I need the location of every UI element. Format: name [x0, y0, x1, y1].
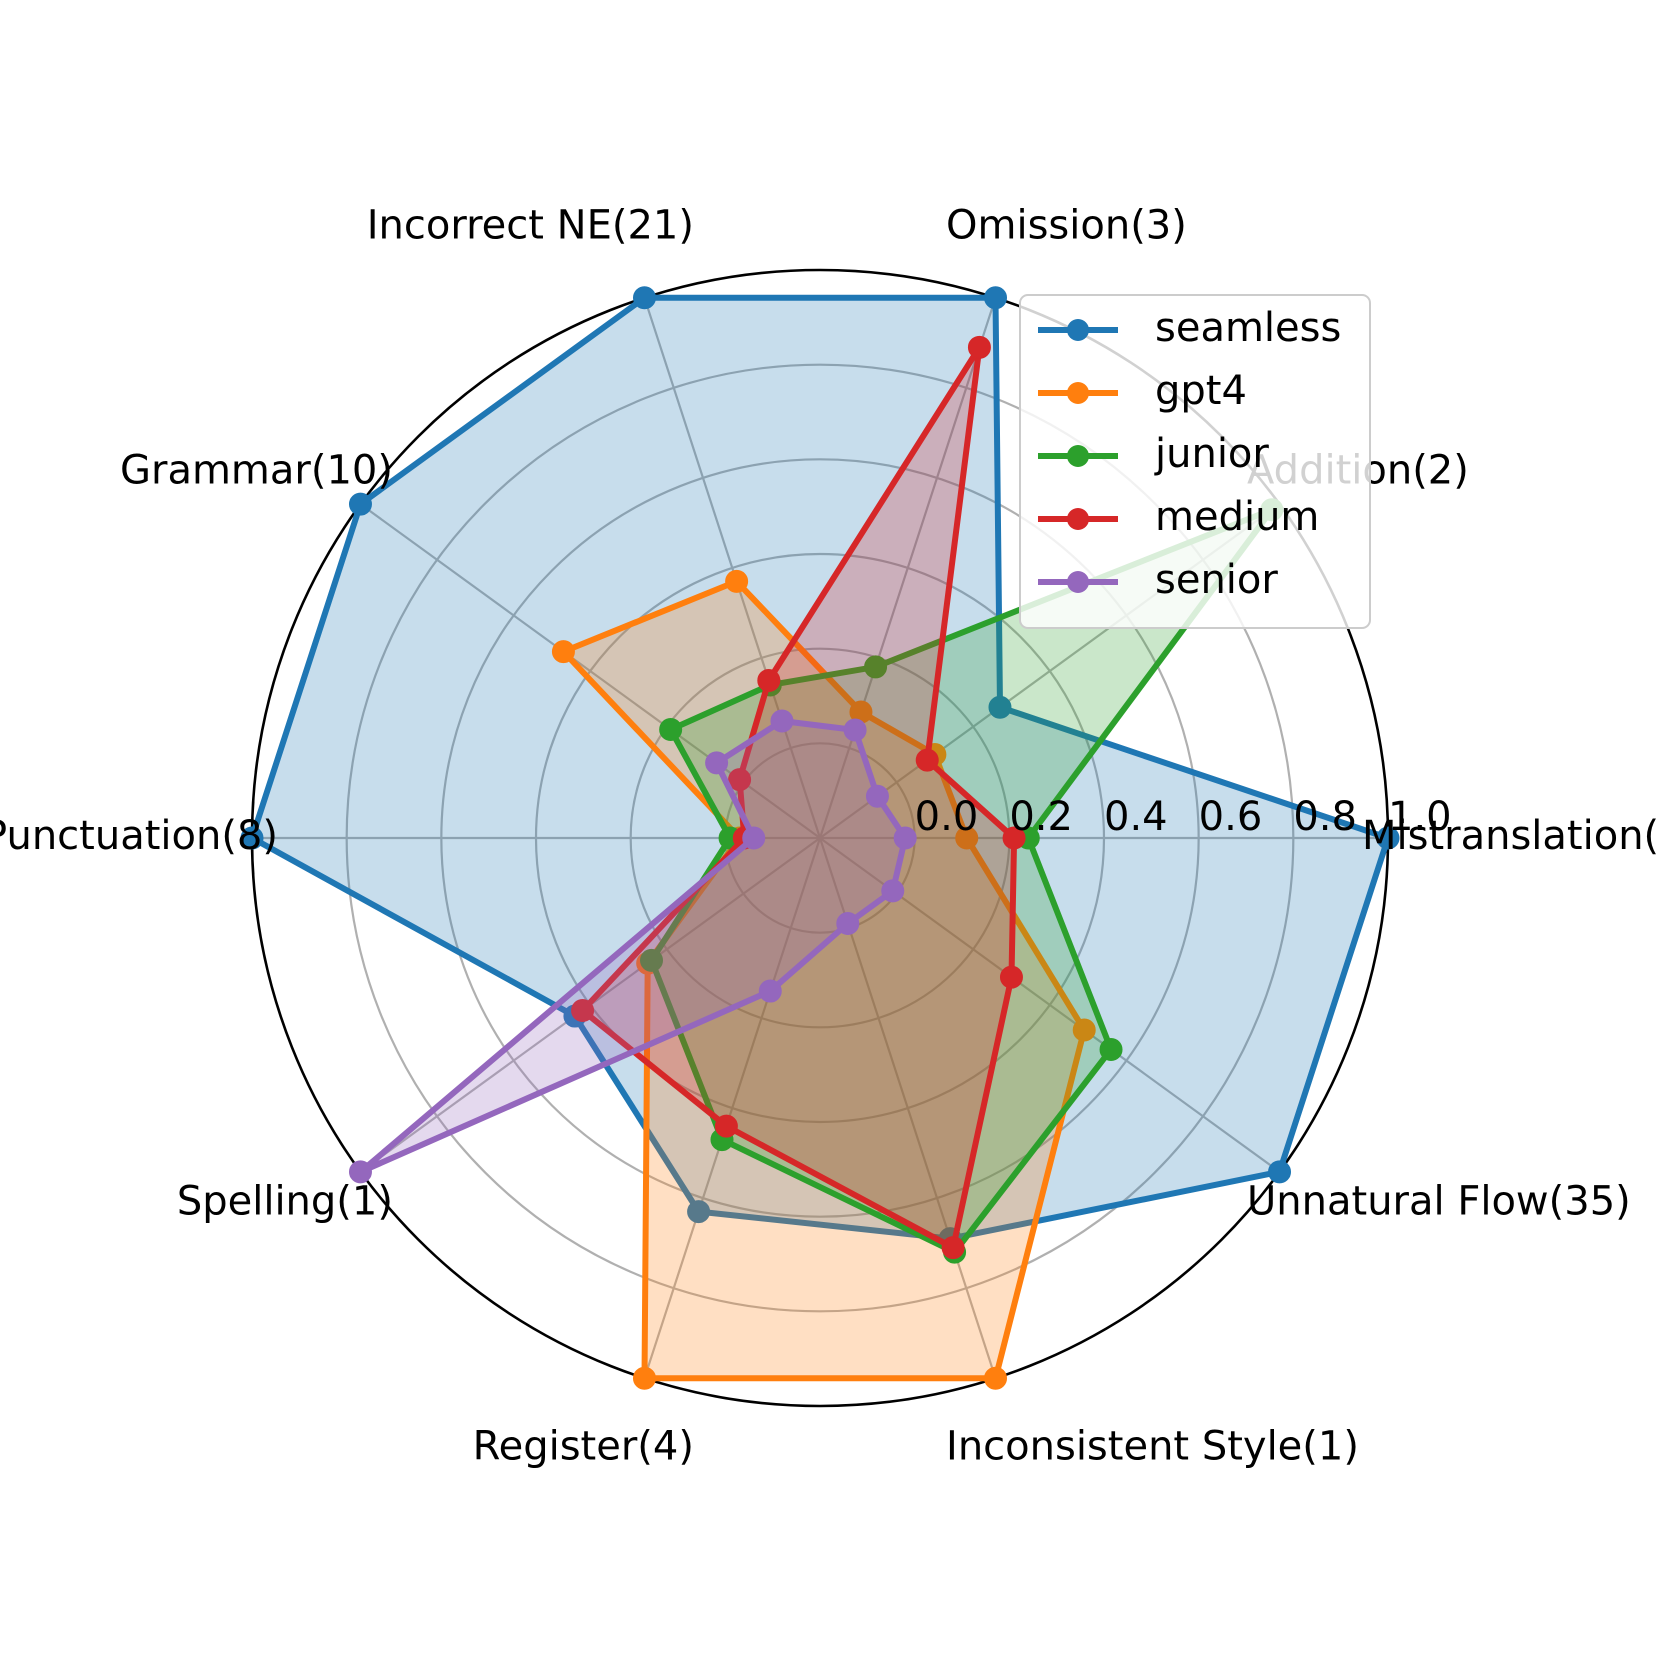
radial-tick-label-5: 1.0 — [1388, 794, 1452, 840]
series-fill-seamless — [252, 297, 1388, 1239]
labels-layer: 0.00.20.40.60.81.0Mistranslation(85)Addi… — [0, 202, 1661, 1469]
data-point-junior-6 — [640, 948, 664, 972]
data-point-medium-4 — [728, 768, 752, 792]
data-point-gpt4-8 — [984, 1366, 1008, 1390]
data-point-junior-4 — [659, 717, 683, 741]
data-point-seamless-7 — [687, 1200, 711, 1224]
data-point-medium-6 — [571, 998, 595, 1022]
category-label-7: Register(4) — [473, 1424, 694, 1470]
data-point-medium-0 — [1002, 826, 1026, 850]
category-label-5: Punctuation(8) — [0, 813, 278, 859]
category-label-0: Mistranslation(85) — [1362, 813, 1661, 859]
data-point-senior-3 — [770, 709, 794, 733]
data-point-senior-6 — [348, 1160, 372, 1184]
data-point-seamless-4 — [348, 492, 372, 516]
category-label-4: Grammar(10) — [120, 447, 393, 493]
data-point-gpt4-0 — [955, 826, 979, 850]
legend-marker-junior — [1067, 445, 1089, 467]
radial-tick-label-0: 0.0 — [915, 794, 979, 840]
category-label-8: Inconsistent Style(1) — [946, 1424, 1359, 1470]
radial-tick-label-3: 0.6 — [1199, 794, 1263, 840]
data-point-senior-7 — [758, 979, 782, 1003]
data-point-medium-3 — [757, 668, 781, 692]
data-point-medium-2 — [967, 335, 991, 359]
data-point-medium-7 — [714, 1114, 738, 1138]
data-point-seamless-2 — [984, 286, 1008, 310]
data-point-seamless-3 — [632, 286, 656, 310]
spoke-line-3 — [643, 297, 822, 839]
legend-label-gpt4: gpt4 — [1155, 368, 1247, 414]
data-point-senior-0 — [893, 826, 917, 850]
data-point-senior-4 — [705, 751, 729, 775]
data-point-gpt4-3 — [725, 569, 749, 593]
data-point-senior-1 — [865, 784, 889, 808]
legend-marker-gpt4 — [1067, 382, 1089, 404]
data-point-senior-9 — [881, 879, 905, 903]
radial-tick-label-1: 0.2 — [1009, 794, 1073, 840]
legend-label-medium: medium — [1155, 494, 1319, 540]
legend-label-seamless: seamless — [1155, 305, 1341, 351]
radial-tick-label-4: 0.8 — [1293, 794, 1357, 840]
data-point-medium-8 — [941, 1236, 965, 1260]
data-point-gpt4-7 — [632, 1366, 656, 1390]
data-point-senior-5 — [742, 826, 766, 850]
spoke-line-2 — [818, 297, 997, 839]
data-point-seamless-5 — [240, 826, 264, 850]
category-label-3: Incorrect NE(21) — [367, 202, 694, 248]
data-point-senior-8 — [836, 912, 860, 936]
data-point-junior-9 — [1099, 1037, 1123, 1061]
data-point-medium-1 — [915, 748, 939, 772]
series-fill-gpt4 — [563, 581, 1085, 1379]
data-point-senior-2 — [843, 718, 867, 742]
series-layer — [240, 286, 1400, 1390]
grid-layer — [250, 268, 1390, 1408]
legend: seamless gpt4 junior medium senior — [1019, 294, 1371, 629]
category-label-9: Unnatural Flow(35) — [1247, 1179, 1631, 1225]
legend-marker-seamless — [1067, 319, 1089, 341]
data-point-seamless-0 — [1376, 826, 1400, 850]
data-point-medium-9 — [999, 965, 1023, 989]
data-point-junior-2 — [864, 655, 888, 679]
legend-label-senior: senior — [1155, 557, 1278, 603]
series-fill-junior — [651, 509, 1272, 1253]
spoke-line-7 — [643, 837, 822, 1379]
legend-frame — [1019, 294, 1371, 629]
data-point-seamless-1 — [988, 695, 1012, 719]
radial-tick-label-2: 0.4 — [1104, 794, 1168, 840]
series-fill-medium — [582, 347, 1015, 1248]
category-label-6: Spelling(1) — [177, 1179, 393, 1225]
data-point-gpt4-4 — [551, 640, 575, 664]
data-point-gpt4-9 — [1072, 1018, 1096, 1042]
legend-marker-senior — [1067, 571, 1089, 593]
data-point-seamless-9 — [1268, 1160, 1292, 1184]
legend-marker-medium — [1067, 508, 1089, 530]
category-label-2: Omission(3) — [946, 202, 1187, 248]
legend-label-junior: junior — [1154, 431, 1269, 477]
